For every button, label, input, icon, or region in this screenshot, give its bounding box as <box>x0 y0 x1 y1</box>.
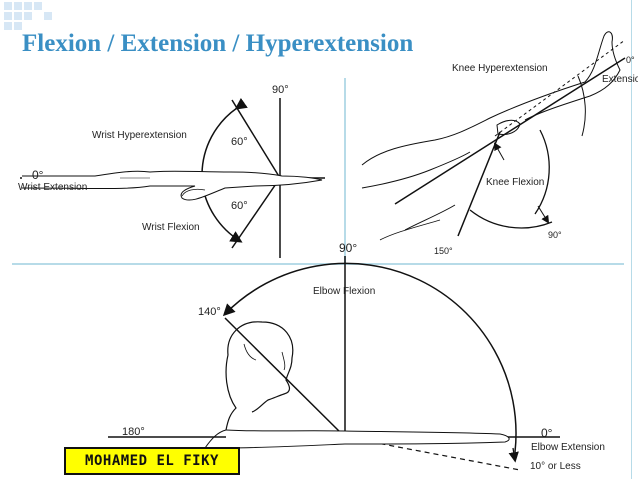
wrist-hyperextension-label: Wrist Hyperextension <box>92 130 187 141</box>
elbow-10-label: 10° or Less <box>530 461 581 472</box>
knee-arc-bottom <box>470 210 552 228</box>
wrist-extension-label: Wrist Extension <box>18 182 87 193</box>
wrist-90-label: 90° <box>272 84 289 96</box>
wrist-60-top-label: 60° <box>231 136 248 148</box>
wrist-0-label: 0° <box>32 168 43 182</box>
knee-hyperextension-label: Knee Hyperextension <box>452 63 548 74</box>
knee-extension-label: Extension <box>602 74 638 85</box>
wrist-flexion-line <box>232 178 280 248</box>
elbow-90-label: 90° <box>339 241 357 255</box>
knee-flexion-label: Knee Flexion <box>486 177 544 188</box>
elbow-140-line <box>225 318 345 437</box>
elbow-180-label: 180° <box>122 426 145 438</box>
page-title: Flexion / Extension / Hyperextension <box>22 30 413 58</box>
knee-150-label: 150° <box>434 246 453 256</box>
knee-0-label: 0° <box>626 55 635 65</box>
knee-arc-upper <box>578 76 585 136</box>
knee-arc-right <box>535 130 549 214</box>
elbow-flexion-label: Elbow Flexion <box>313 286 375 297</box>
elbow-extension-label: Elbow Extension <box>531 442 605 453</box>
wrist-diagram <box>20 98 325 258</box>
elbow-0-label: 0° <box>541 426 552 440</box>
knee-lower-leg-outline <box>405 205 455 230</box>
wrist-flexion-label: Wrist Flexion <box>142 222 200 233</box>
wrist-60-bottom-label: 60° <box>231 200 248 212</box>
knee-90-label: 90° <box>548 230 562 240</box>
author-badge: MOHAMED EL FIKY <box>64 447 240 475</box>
elbow-arm-outline <box>226 430 509 448</box>
elbow-head-outline <box>228 322 293 412</box>
elbow-140-label: 140° <box>198 306 221 318</box>
